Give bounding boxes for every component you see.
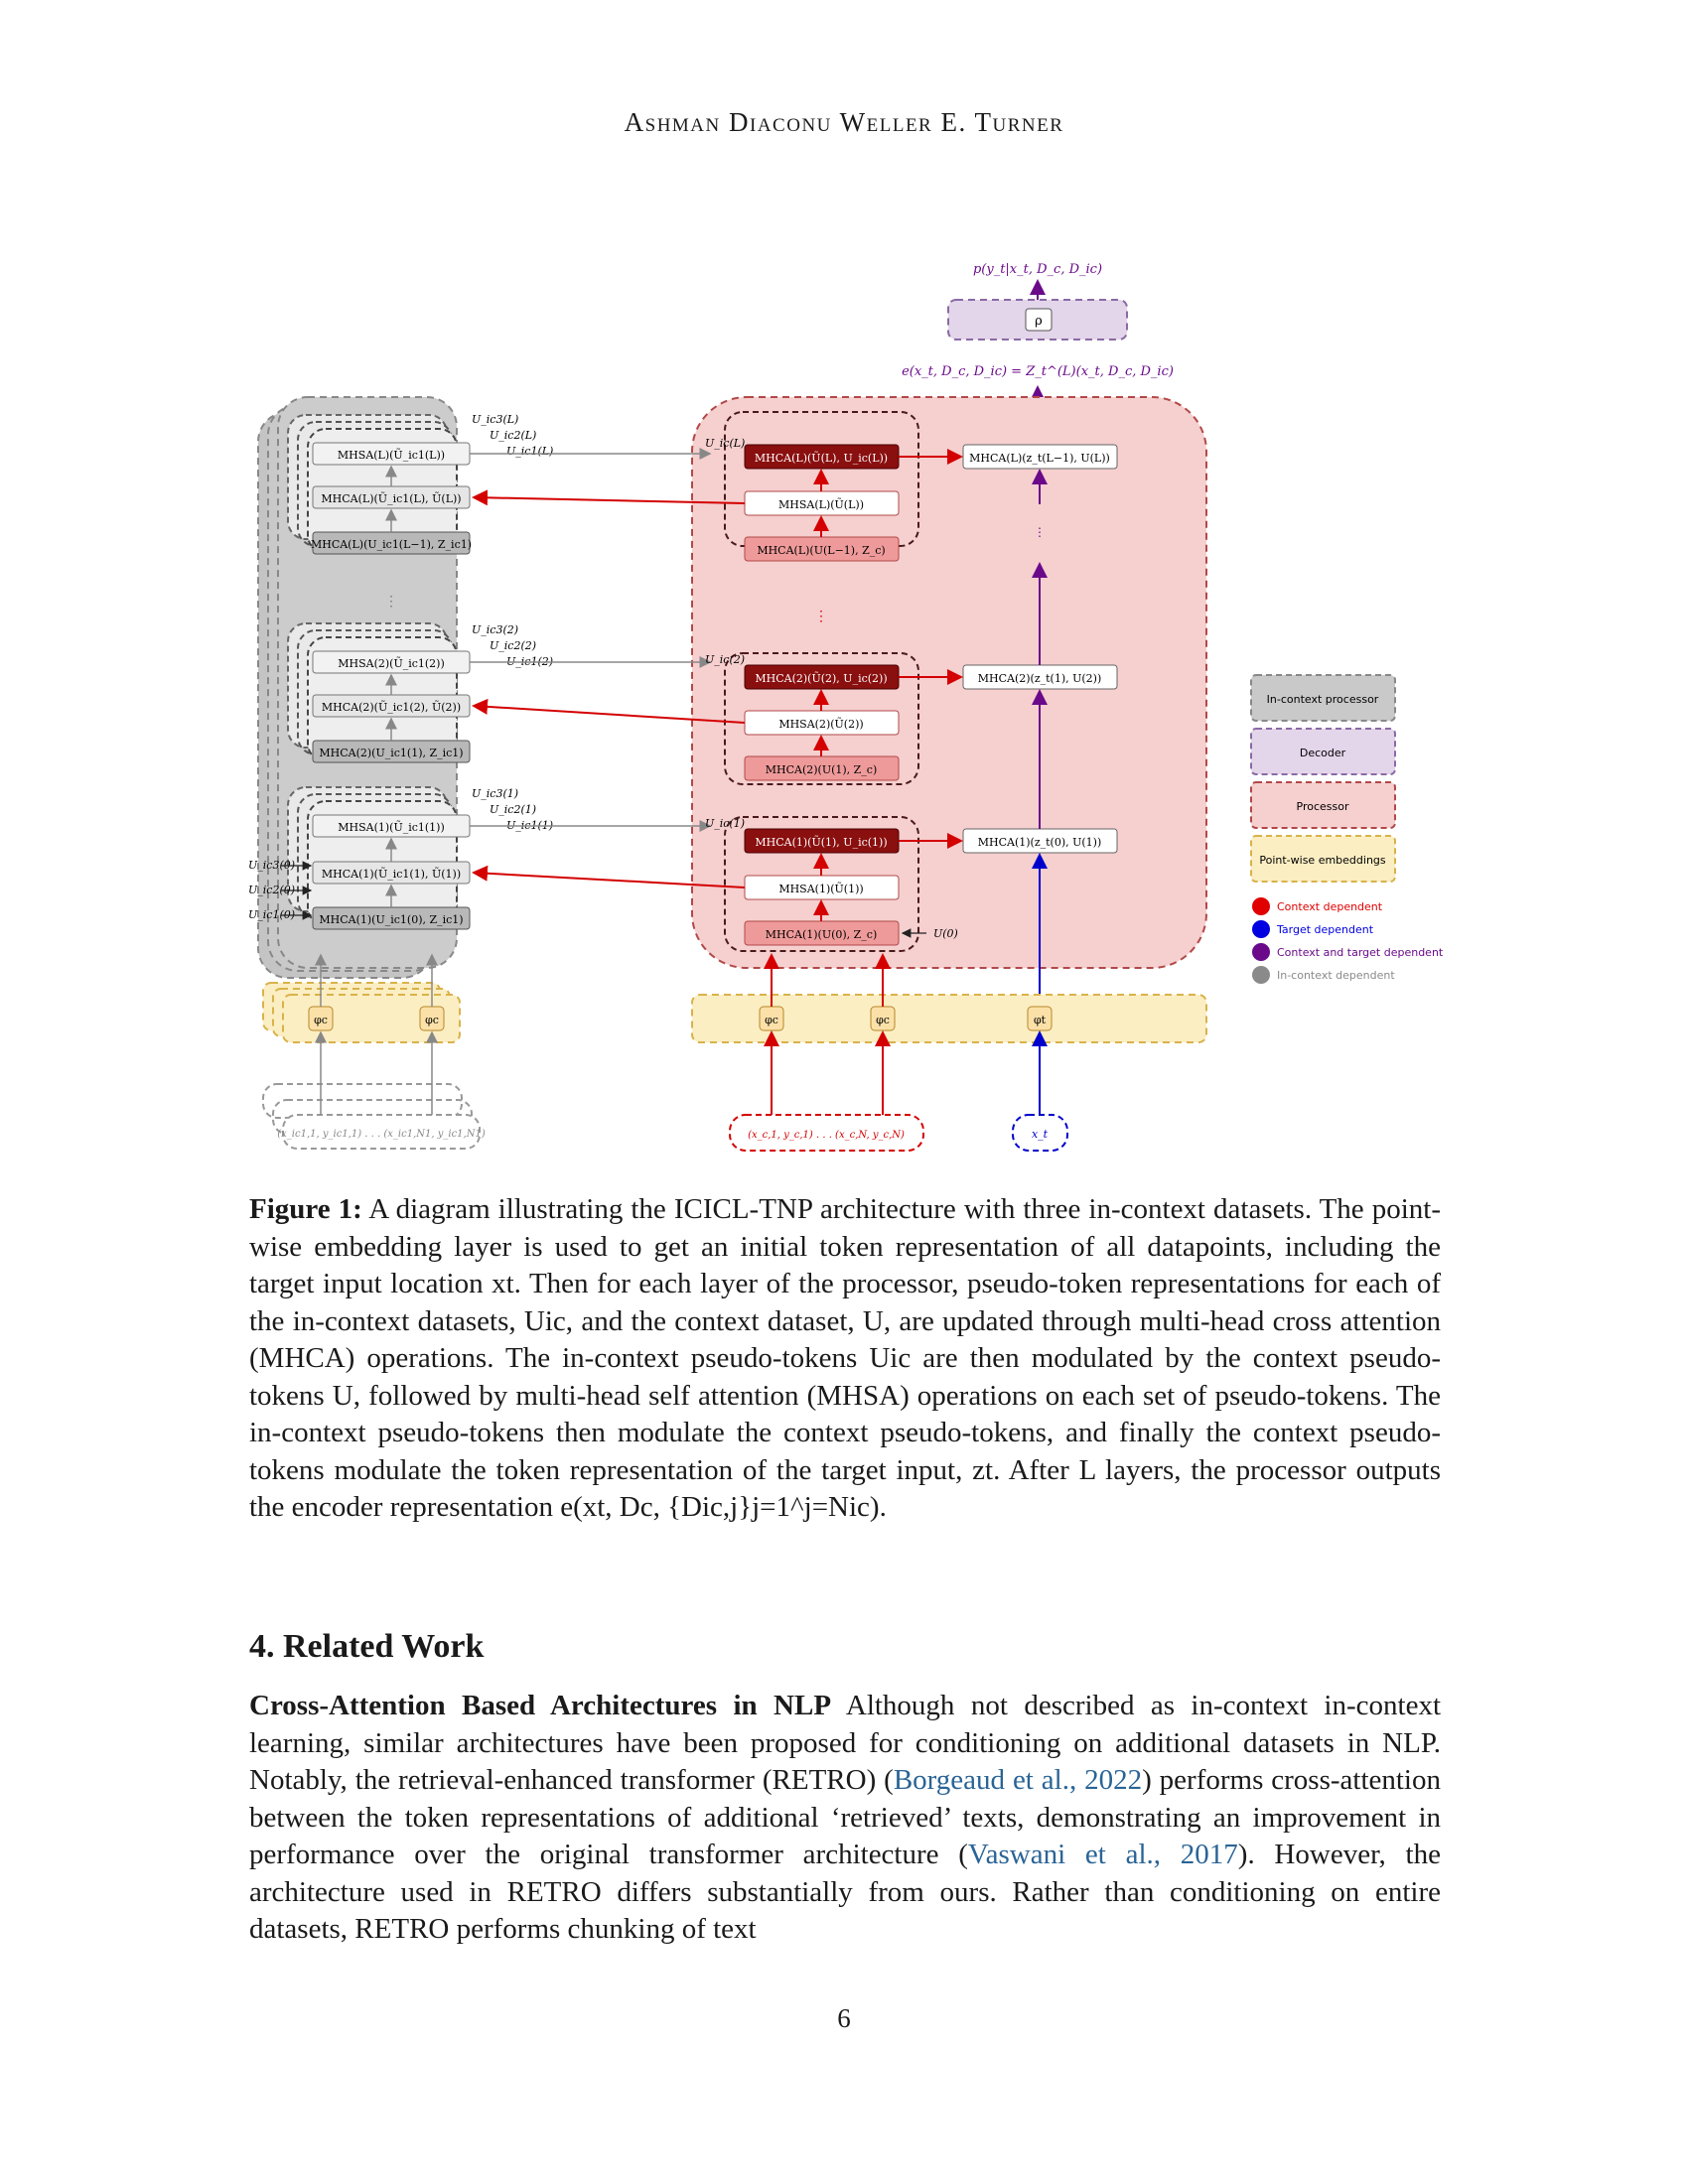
svg-text:U_ic2(1): U_ic2(1) (490, 803, 536, 816)
svg-text:MHSA(2)(Ũ_ic1(2)): MHSA(2)(Ũ_ic1(2)) (338, 656, 445, 670)
svg-text:φc: φc (765, 1014, 778, 1026)
incontext-block-1: MHSA(1)(Ũ_ic1(1)) MHCA(1)(Ũ_ic1(1), Ũ(1)… (287, 786, 471, 930)
svg-text:φc: φc (425, 1014, 439, 1026)
svg-text:MHCA(1)(z_t(0), U(1)): MHCA(1)(z_t(0), U(1)) (978, 836, 1102, 849)
svg-text:U(0): U(0) (933, 927, 958, 940)
svg-text:MHCA(1)(Ũ_ic1(1), Ũ(1)): MHCA(1)(Ũ_ic1(1), Ũ(1)) (322, 867, 461, 881)
svg-text:U_ic2(L): U_ic2(L) (490, 429, 536, 442)
processor-block-2: MHCA(2)(Ũ(2), U_ic(2)) MHSA(2)(Ũ(2)) MHC… (705, 652, 919, 785)
legend: In-context processor Decoder Processor P… (1250, 674, 1444, 984)
citation-vaswani[interactable]: Vaswani et al., 2017 (967, 1839, 1238, 1870)
processor-block-1: MHCA(1)(Ũ(1), U_ic(1)) MHSA(1)(Ũ(1)) MHC… (705, 816, 919, 952)
svg-text:U_ic3(1): U_ic3(1) (472, 787, 518, 800)
svg-text:U_ic1(0): U_ic1(0) (248, 908, 295, 921)
svg-text:MHCA(2)(z_t(1), U(2)): MHCA(2)(z_t(1), U(2)) (978, 672, 1102, 685)
svg-text:MHCA(1)(U(0), Z_c): MHCA(1)(U(0), Z_c) (766, 928, 878, 941)
svg-text:x_t: x_t (1032, 1128, 1049, 1141)
svg-text:MHCA(L)(U_ic1(L−1), Z_ic1): MHCA(L)(U_ic1(L−1), Z_ic1) (311, 538, 472, 551)
svg-text:MHSA(2)(Ũ(2)): MHSA(2)(Ũ(2)) (778, 717, 863, 731)
svg-text:U_ic(1): U_ic(1) (705, 817, 745, 830)
caption-label: Figure 1: (249, 1193, 362, 1225)
svg-text:MHCA(L)(Ũ(L), U_ic(L)): MHCA(L)(Ũ(L), U_ic(L)) (755, 451, 888, 465)
svg-text:U_ic(2): U_ic(2) (705, 653, 745, 666)
svg-text:⋮: ⋮ (1034, 525, 1046, 539)
incontext-block-L: MHSA(L)(Ũ_ic1(L)) MHCA(L)(Ũ_ic1(L), Ũ(L)… (287, 414, 472, 555)
output-label: p(y_t|x_t, D_c, D_ic) (973, 262, 1102, 277)
svg-text:⋮: ⋮ (384, 594, 398, 610)
svg-text:U_ic2(0): U_ic2(0) (248, 884, 295, 896)
citation-borgeaud[interactable]: Borgeaud et al., 2022 (893, 1764, 1143, 1796)
svg-text:MHCA(2)(U(1), Z_c): MHCA(2)(U(1), Z_c) (766, 763, 878, 776)
svg-text:MHCA(2)(Ũ(2), U_ic(2)): MHCA(2)(Ũ(2), U_ic(2)) (755, 671, 887, 685)
svg-text:MHCA(L)(U(L−1), Z_c): MHCA(L)(U(L−1), Z_c) (757, 544, 885, 557)
encoder-label: e(x_t, D_c, D_ic) = Z_t^(L)(x_t, D_c, D_… (902, 364, 1174, 379)
svg-text:MHCA(1)(U_ic1(0), Z_ic1): MHCA(1)(U_ic1(0), Z_ic1) (319, 913, 463, 926)
svg-text:Target dependent: Target dependent (1276, 923, 1374, 936)
svg-text:U_ic1(L): U_ic1(L) (506, 445, 553, 458)
svg-text:MHSA(L)(Ũ_ic1(L)): MHSA(L)(Ũ_ic1(L)) (338, 448, 445, 462)
target-blocks: MHCA(L)(z_t(L−1), U(L)) MHCA(2)(z_t(1), … (962, 444, 1118, 854)
svg-text:Decoder: Decoder (1300, 747, 1346, 759)
svg-text:MHSA(1)(Ũ_ic1(1)): MHSA(1)(Ũ_ic1(1)) (338, 820, 445, 834)
svg-text:U_ic3(L): U_ic3(L) (472, 413, 518, 426)
incontext-data-box (282, 1114, 481, 1150)
svg-text:(x_ic1,1, y_ic1,1) . . . (x_ic: (x_ic1,1, y_ic1,1) . . . (x_ic1,N1, y_ic… (277, 1129, 486, 1140)
svg-text:MHCA(1)(Ũ(1), U_ic(1)): MHCA(1)(Ũ(1), U_ic(1)) (755, 835, 887, 849)
section-heading: 4. Related Work (249, 1628, 485, 1665)
svg-text:MHCA(2)(U_ic1(1), Z_ic1): MHCA(2)(U_ic1(1), Z_ic1) (319, 747, 463, 759)
svg-text:Context dependent: Context dependent (1277, 900, 1383, 913)
svg-text:U_ic3(0): U_ic3(0) (248, 859, 295, 872)
context-data-box (729, 1114, 924, 1152)
svg-text:U_ic(L): U_ic(L) (705, 437, 745, 450)
svg-text:MHCA(L)(Ũ_ic1(L), Ũ(L)): MHCA(L)(Ũ_ic1(L), Ũ(L)) (321, 491, 461, 505)
svg-text:φc: φc (876, 1014, 890, 1026)
running-header: Ashman Diaconu Weller E. Turner (624, 107, 1064, 137)
svg-text:φc: φc (314, 1014, 328, 1026)
svg-text:U_ic3(2): U_ic3(2) (472, 623, 518, 636)
caption-text: A diagram illustrating the ICICL-TNP arc… (249, 1193, 1441, 1523)
embedding-band-main (691, 994, 1207, 1043)
svg-text:Processor: Processor (1297, 800, 1349, 813)
svg-text:MHCA(L)(z_t(L−1), U(L)): MHCA(L)(z_t(L−1), U(L)) (969, 452, 1110, 465)
paragraph-heading: Cross-Attention Based Architectures in N… (249, 1690, 832, 1721)
architecture-diagram: p(y_t|x_t, D_c, D_ic) ρ e(x_t, D_c, D_ic… (248, 262, 1444, 1152)
svg-text:φt: φt (1034, 1014, 1047, 1026)
svg-text:In-context dependent: In-context dependent (1277, 969, 1395, 982)
incontext-block-2: MHSA(2)(Ũ_ic1(2)) MHCA(2)(Ũ_ic1(2), Ũ(2)… (287, 622, 471, 763)
svg-text:Context and target dependent: Context and target dependent (1277, 946, 1444, 959)
figure-caption: Figure 1: A diagram illustrating the ICI… (249, 1191, 1441, 1527)
related-work-paragraph: Cross-Attention Based Architectures in N… (249, 1690, 1441, 1945)
decoder-rho: ρ (1035, 314, 1043, 329)
svg-text:MHCA(2)(Ũ_ic1(2), Ũ(2)): MHCA(2)(Ũ_ic1(2), Ũ(2)) (322, 700, 461, 714)
svg-text:MHSA(L)(Ũ(L)): MHSA(L)(Ũ(L)) (778, 497, 864, 511)
svg-text:In-context processor: In-context processor (1267, 693, 1379, 706)
svg-text:MHSA(1)(Ũ(1)): MHSA(1)(Ũ(1)) (778, 882, 863, 895)
processor-block-L: MHCA(L)(Ũ(L), U_ic(L)) MHSA(L)(Ũ(L)) MHC… (705, 411, 919, 562)
svg-text:(x_c,1, y_c,1) . . . (x_c,N, y: (x_c,1, y_c,1) . . . (x_c,N, y_c,N) (748, 1130, 905, 1141)
page-number: 6 (837, 2003, 851, 2033)
svg-text:⋮: ⋮ (814, 609, 828, 624)
svg-text:Point-wise embeddings: Point-wise embeddings (1259, 854, 1386, 867)
svg-text:U_ic2(2): U_ic2(2) (490, 639, 536, 652)
phi-c-boxes: φc φc φc φc φt (308, 1006, 1053, 1031)
